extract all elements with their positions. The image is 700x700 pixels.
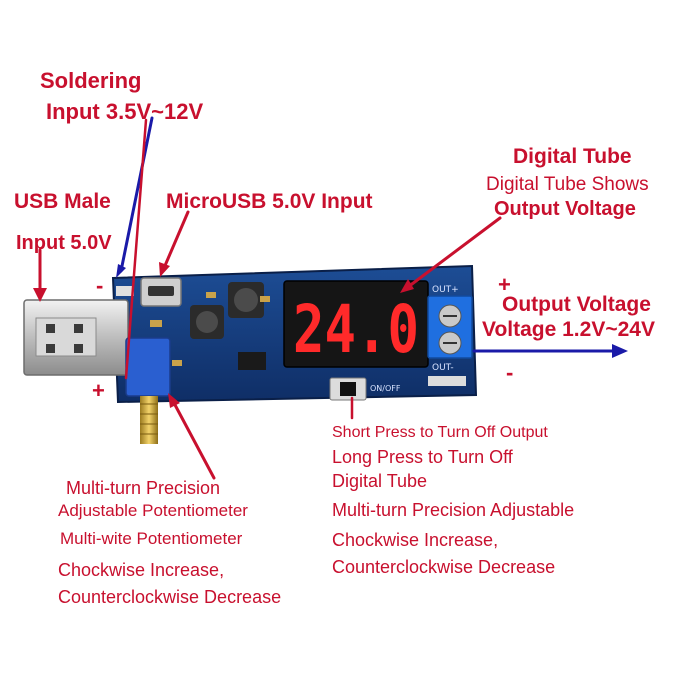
soldering-range: Input 3.5V~12V	[46, 99, 204, 124]
out-minus-silk-label: OUT-	[432, 363, 454, 373]
button-digital-tube-label: Digital Tube	[332, 471, 428, 491]
usb-male-voltage: Input 5.0V	[16, 232, 112, 254]
out-plus-silk-label: OUT+	[432, 285, 459, 295]
output-minus-sign: -	[506, 360, 514, 385]
pot-right-line1: Multi-turn Precision Adjustable	[332, 500, 575, 520]
digital-tube-line1: Digital Tube Shows	[486, 174, 649, 195]
soldering-title: Soldering	[40, 68, 142, 93]
output-voltage-range: Voltage 1.2V~24V	[482, 318, 655, 341]
usb-male-plug	[23, 299, 129, 376]
pot-right-line2: Chockwise Increase,	[332, 530, 499, 550]
pot-left-line4: Chockwise Increase,	[58, 560, 225, 580]
input-minus-sign: -	[96, 273, 104, 298]
pot-left-line5: Counterclockwise Decrease	[58, 587, 282, 607]
digital-tube-title: Digital Tube	[513, 145, 632, 168]
button-long-press-label: Long Press to Turn Off	[332, 447, 513, 467]
button-short-press-label: Short Press to Turn Off Output	[332, 424, 548, 441]
microusb-port	[140, 277, 182, 307]
display-reading: 24.0	[293, 291, 419, 368]
annotation-arrows	[33, 116, 628, 480]
input-plus-sign: +	[92, 378, 105, 403]
digital-tube-line2: Output Voltage	[494, 198, 636, 220]
output-plus-sign: +	[498, 272, 511, 297]
smd-components	[116, 282, 270, 370]
pot-left-line3: Multi-wite Potentiometer	[60, 529, 243, 548]
microusb-label: MicroUSB 5.0V Input	[166, 190, 373, 213]
seven-segment-display: 24.0	[283, 280, 429, 368]
pot-left-line2: Adjustable Potentiometer	[58, 501, 248, 520]
output-voltage-title: Output Voltage	[502, 293, 651, 316]
switch-silk-label: ON/OFF	[370, 384, 401, 393]
pot-left-line1: Multi-turn Precision	[66, 478, 221, 498]
onoff-button: ON/OFF	[329, 377, 401, 401]
pot-right-line3: Counterclockwise Decrease	[332, 557, 556, 577]
potentiometer	[125, 337, 171, 444]
output-terminal-block: OUT+ OUT-	[427, 285, 473, 386]
usb-male-label: USB Male	[14, 190, 111, 213]
